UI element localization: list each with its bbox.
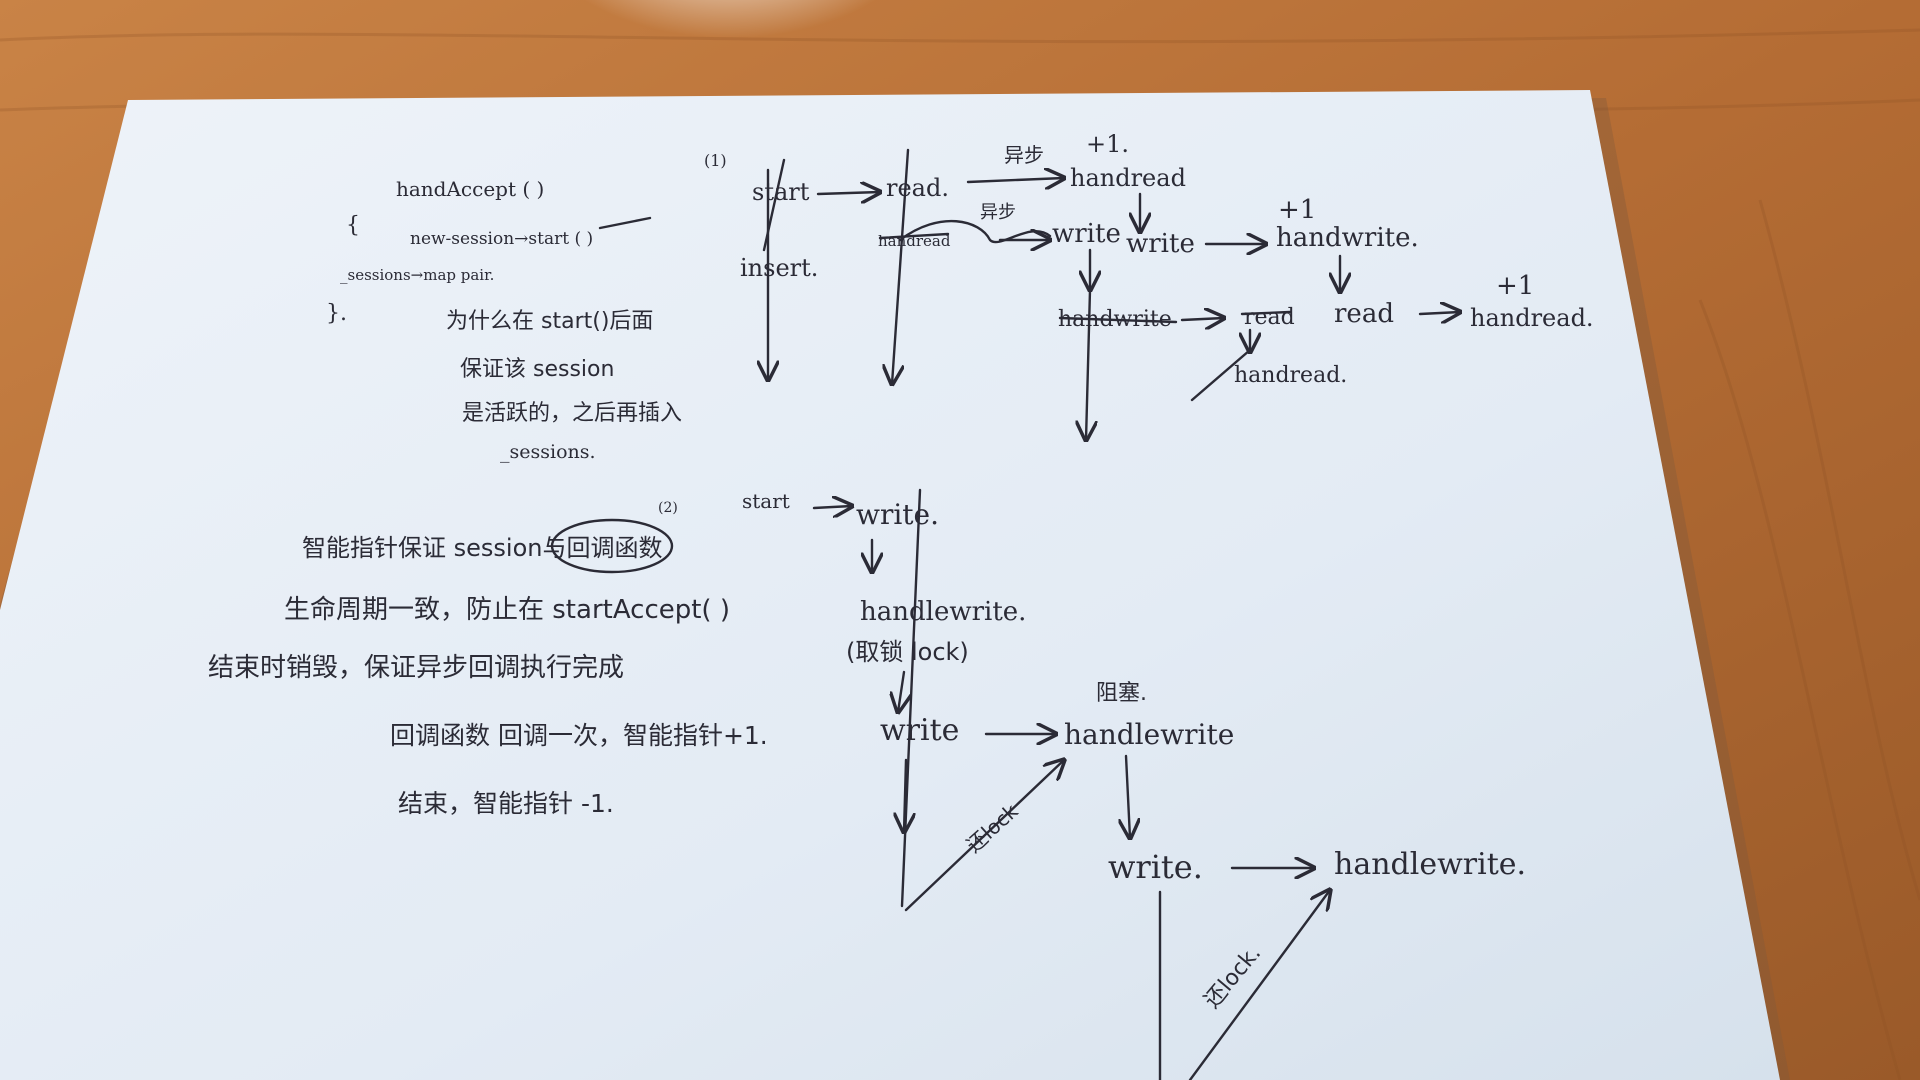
d1-insert: insert. [740,254,818,282]
d1-async-loop [898,219,1052,244]
d2-handle-down [898,670,904,712]
code-line3: new-session→start ( ) [410,229,593,249]
note-line5: 结束，智能指针 -1. [398,789,614,818]
d2-block: 阻塞. [1096,681,1147,706]
d2-handlewrite3: handlewrite. [1334,847,1526,882]
d1-handwrite1: handwrite. [1276,223,1419,253]
question-line1: 为什么在 start()后面 [446,309,653,334]
question-line2: 保证该 session [460,357,614,382]
d1-handread2: handread. [1470,304,1594,332]
d1-async2: 异步 [980,202,1016,223]
d1-read2-arrow [1418,312,1460,314]
d2-write: write. [856,498,939,531]
note-line1: 智能指针保证 session与回调函数 [302,534,662,562]
d2-handlewrite2: handlewrite [1064,718,1234,751]
light-glare [570,0,890,110]
code-line1: handAccept ( ) [396,177,544,201]
d1-start: start [752,178,810,206]
d2-write2: write [880,713,959,748]
d1-read2: read [1334,299,1394,329]
question-line4: _sessions. [500,441,596,463]
d1-plus1-b: +1 [1278,195,1316,225]
paper-sheet [0,90,1780,1080]
d1-plus1-a: +1. [1086,130,1129,158]
d1-read-arrow [966,178,1064,182]
notes-left: handAccept ( ) { new-session→start ( ) _… [326,177,682,463]
d2-lock-note: (取锁 lock) [846,638,969,666]
note-line2: 生命周期一致，防止在 startAccept( ) [284,595,730,625]
d2-start: start [742,489,790,513]
d1-handread: handread [1070,164,1186,192]
d1-handwrite2-arrow [1180,318,1224,320]
d1-handwrite2-strike [1058,316,1178,324]
d1-plus1-c: +1 [1496,271,1534,301]
diagram-2: (2) start write. handlewrite. (取锁 lock) … [658,488,1526,1080]
d2-index: (2) [658,500,678,516]
d1-async1: 异步 [1004,143,1044,167]
callback-circle [550,518,674,574]
d1-read: read. [886,174,949,202]
d1-start-arrow [816,192,880,194]
notes-lower-left: 智能指针保证 session与回调函数 生命周期一致，防止在 startAcce… [208,518,768,818]
code-line3-dash [598,216,652,230]
d1-start-down2 [762,158,786,252]
question-line3: 是活跃的，之后再插入 [462,401,682,426]
note-line4: 回调函数 回调一次，智能指针+1. [390,721,768,750]
d2-handlewrite: handlewrite. [860,597,1026,627]
d1-write2: write [1126,229,1195,259]
d1-handread-strike [878,232,950,240]
d1-handread3-stroke [1190,348,1252,402]
d2-release2-arrow [1188,890,1330,1080]
d1-read-struck: read [1244,305,1295,330]
d2-handlewrite2-down [1126,754,1130,838]
d2-write2-down [904,758,906,832]
d1-main-down [1086,288,1090,440]
d2-write3: write. [1108,848,1203,886]
code-line5: }. [326,301,347,326]
d2-release1-arrow [904,760,1064,912]
d1-read-down [892,148,910,384]
diagram-1: (1) start insert. read. 异步 +1. handread … [704,130,1594,440]
d2-start-arrow [812,506,852,508]
code-line2: { [346,213,360,238]
d1-handread3: handread. [1234,363,1347,388]
d1-index: (1) [704,151,727,170]
d1-write1: write [1052,219,1121,249]
note-line3: 结束时销毁，保证异步回调执行完成 [208,653,624,683]
code-line4: _sessions→map pair. [340,266,494,284]
d1-read-strike [1240,310,1292,316]
